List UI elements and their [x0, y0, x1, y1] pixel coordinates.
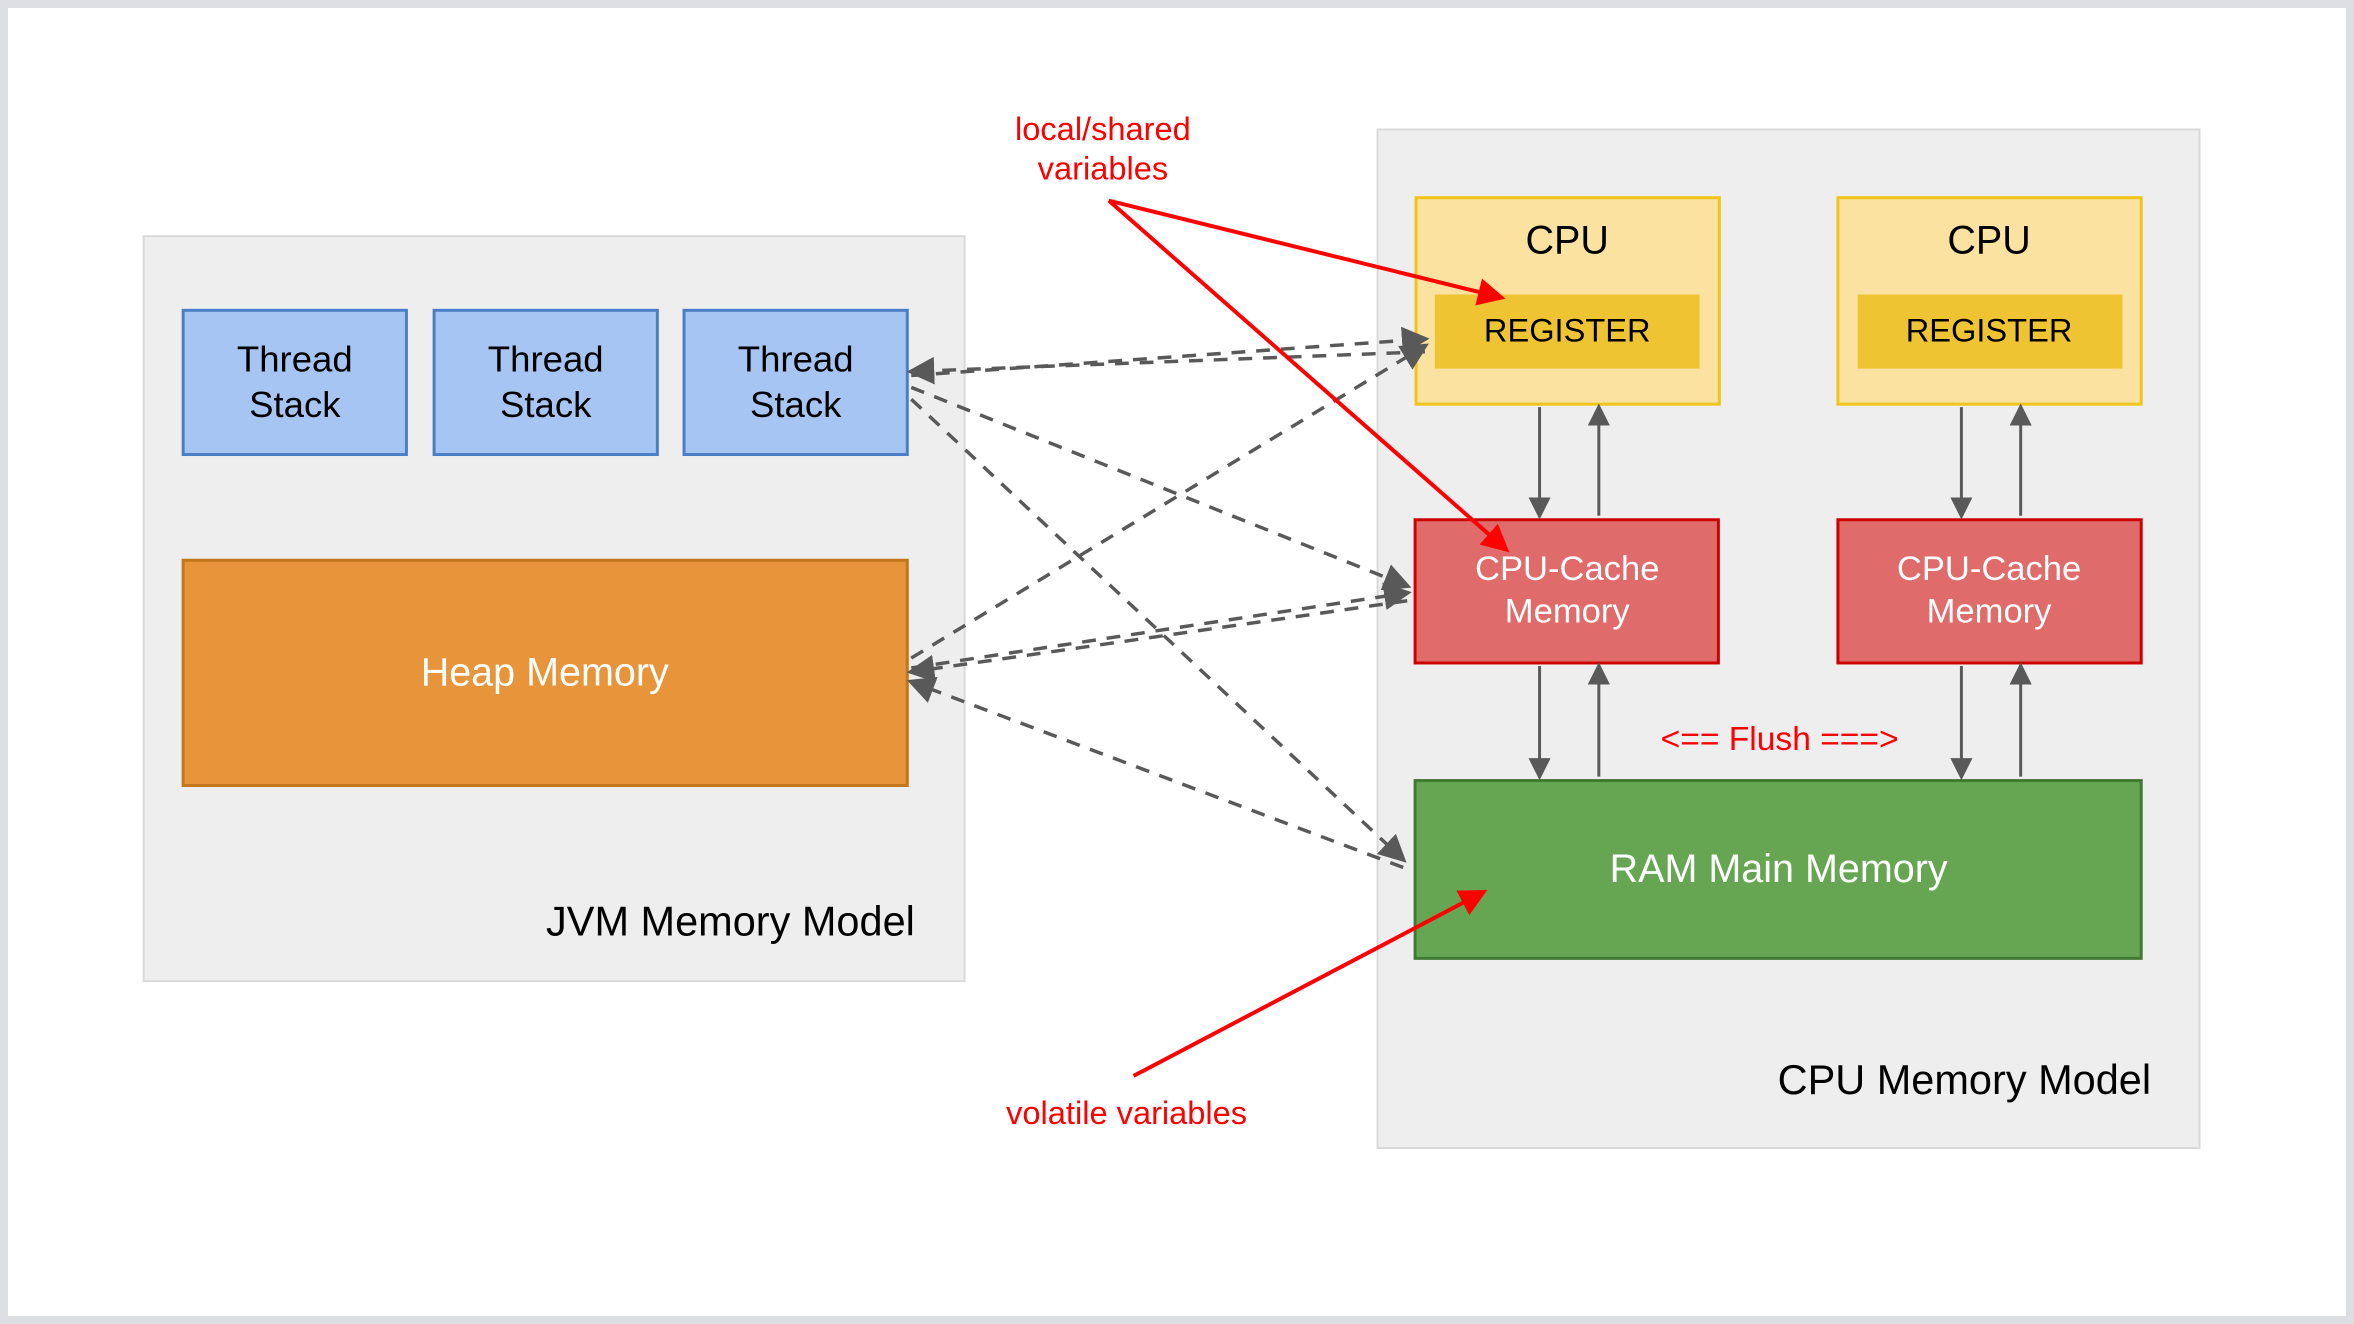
flush-label: <== Flush ===> [1661, 721, 1899, 758]
cpu-core-label-1: CPU [1526, 219, 1609, 263]
thread-stack-label-2-line2: Stack [500, 384, 592, 425]
cpu-memory-model-panel: CPU REGISTER CPU REGISTER CPU-Cache Memo… [1376, 128, 2201, 1150]
connector-register-to-threadstack [906, 350, 1426, 385]
register-label-1: REGISTER [1484, 312, 1651, 349]
volatile-variables-label: volatile variables [1006, 1094, 1247, 1131]
ram-main-memory-rect [1413, 779, 2143, 960]
local-shared-label-line1: local/shared [1015, 110, 1191, 147]
register-rect-1 [1434, 294, 1700, 369]
thread-stack-rect-3 [682, 308, 909, 457]
ram-main-memory-box[interactable]: RAM Main Memory [1413, 779, 2143, 960]
thread-stack-label-1-line2: Stack [249, 384, 341, 425]
cpu-cache-label-1-line2: Memory [1505, 593, 1631, 631]
jvm-panel-label: JVM Memory Model [546, 898, 915, 945]
connector-heap-to-register [910, 343, 1429, 660]
core-cache-connectors [1528, 403, 2032, 781]
register-rect-2 [1857, 294, 2123, 369]
cpu-core-box-1[interactable]: CPU REGISTER [1414, 196, 1721, 406]
thread-stack-label-2-line1: Thread [488, 338, 604, 379]
local-shared-label-line2: variables [1038, 150, 1168, 187]
cpu-panel-label: CPU Memory Model [1778, 1056, 2151, 1103]
heap-memory-label: Heap Memory [421, 650, 669, 694]
cpu-cache-rect-2 [1836, 518, 2143, 665]
cpu-cache-label-2-line2: Memory [1927, 593, 2053, 631]
thread-stack-label-3-line1: Thread [738, 338, 854, 379]
thread-stack-box-1[interactable]: Thread Stack [181, 308, 408, 457]
cpu-cache-label-2-line1: CPU-Cache [1897, 550, 2081, 588]
thread-stack-rect-2 [432, 308, 659, 457]
diagram-canvas: Thread Stack Thread Stack Thread Stack H… [142, 110, 2201, 1150]
thread-stack-label-1-line1: Thread [237, 338, 353, 379]
heap-memory-rect [181, 558, 909, 787]
jvm-memory-model-panel: Thread Stack Thread Stack Thread Stack H… [142, 235, 966, 983]
cpu-cache-rect-1 [1413, 518, 1720, 665]
connector-ram-to-heap [906, 676, 1404, 870]
cpu-cache-box-2[interactable]: CPU-Cache Memory [1836, 518, 2143, 665]
connector-threadstack-to-register [911, 326, 1430, 378]
cpu-core-box-2[interactable]: CPU REGISTER [1836, 196, 2143, 406]
ram-main-memory-label: RAM Main Memory [1610, 847, 1948, 891]
thread-stack-label-3-line2: Stack [750, 384, 842, 425]
cpu-core-label-2: CPU [1947, 219, 2030, 263]
thread-stack-box-2[interactable]: Thread Stack [432, 308, 659, 457]
connector-threadstack-to-cache [910, 385, 1412, 591]
connector-threadstack-to-ram [910, 397, 1407, 863]
jvm-cpu-dashed-connectors [906, 326, 1430, 870]
connector-cache-to-heap [906, 599, 1408, 683]
register-label-2: REGISTER [1906, 312, 2073, 349]
volatile-arrow-to-ram [1132, 890, 1488, 1078]
thread-stack-box-3[interactable]: Thread Stack [682, 308, 909, 457]
cpu-cache-box-1[interactable]: CPU-Cache Memory [1413, 518, 1720, 665]
local-shared-arrow-to-cache [1107, 199, 1510, 553]
connector-heap-to-cache [910, 582, 1412, 670]
thread-stack-rect-1 [181, 308, 408, 457]
local-shared-arrow-to-register [1108, 198, 1506, 306]
cpu-cache-label-1-line1: CPU-Cache [1475, 550, 1659, 588]
annotation-local-shared-variables: local/shared variables [1015, 110, 1510, 553]
heap-memory-box[interactable]: Heap Memory [181, 558, 909, 787]
annotation-volatile-variables: volatile variables [1006, 890, 1488, 1131]
